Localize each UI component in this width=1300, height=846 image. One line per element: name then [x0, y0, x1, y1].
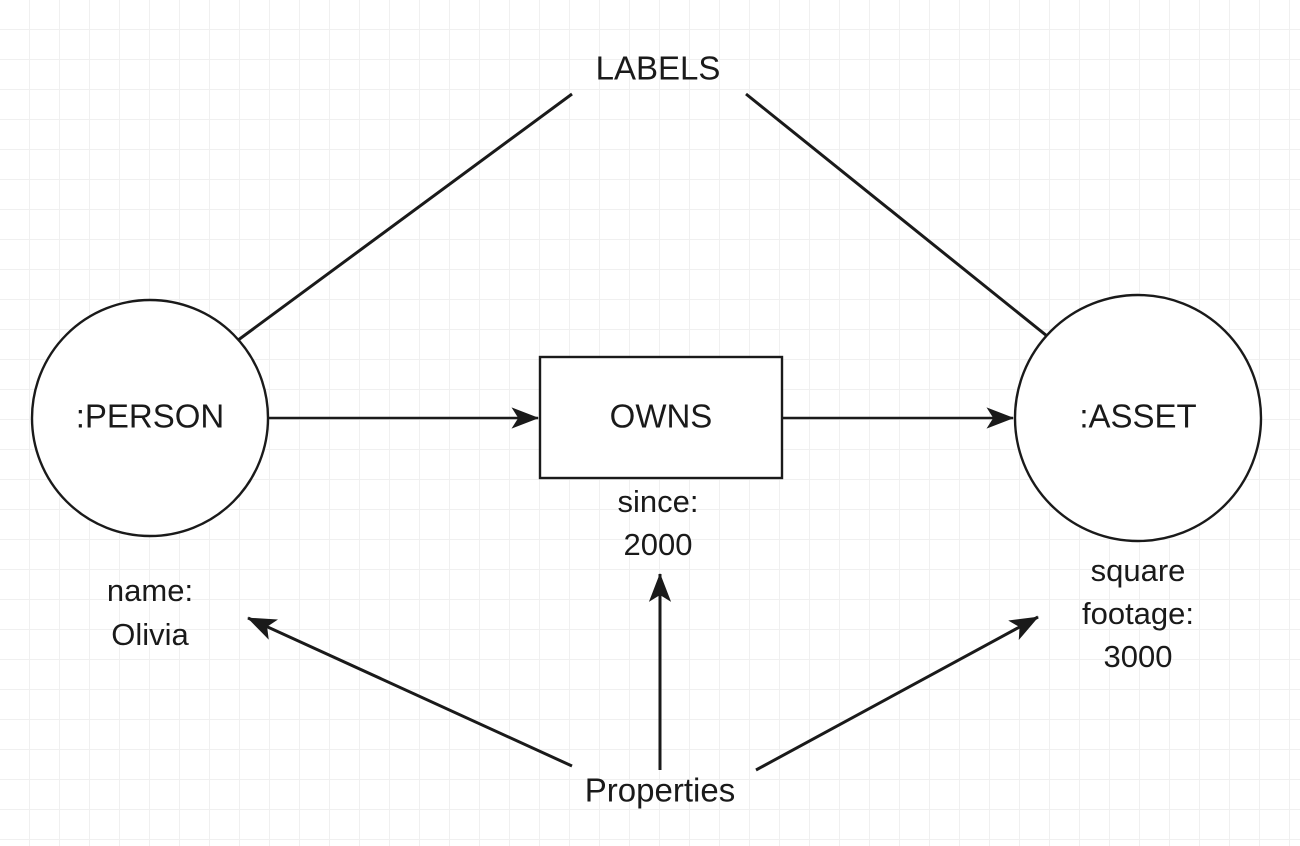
asset-property-line-1: square [1091, 553, 1186, 588]
asset-property-line-2: footage: [1082, 596, 1194, 631]
relationship-owns-box[interactable] [538, 355, 784, 480]
annotation-arrow-properties-to-person-props [247, 616, 573, 768]
owns-property-line-1: since: [618, 484, 699, 519]
annotation-arrow-labels-to-asset [745, 92, 1099, 379]
relationship-owns-label: OWNS [610, 398, 713, 435]
node-person-label: :PERSON [76, 398, 225, 435]
owns-property-line-2: 2000 [624, 527, 693, 562]
person-property-line-2: Olivia [111, 617, 189, 652]
annotation-arrow-labels-to-person [191, 92, 573, 376]
node-asset-label: :ASSET [1079, 398, 1196, 435]
person-property-line-1: name: [107, 573, 193, 608]
node-person-circle[interactable] [30, 298, 270, 538]
node-asset-circle[interactable] [1013, 293, 1263, 543]
annotation-label-labels: LABELS [596, 50, 721, 87]
annotation-label-properties: Properties [585, 772, 735, 809]
annotation-arrow-properties-to-asset-props [755, 615, 1039, 772]
asset-property-line-3: 3000 [1104, 639, 1173, 674]
